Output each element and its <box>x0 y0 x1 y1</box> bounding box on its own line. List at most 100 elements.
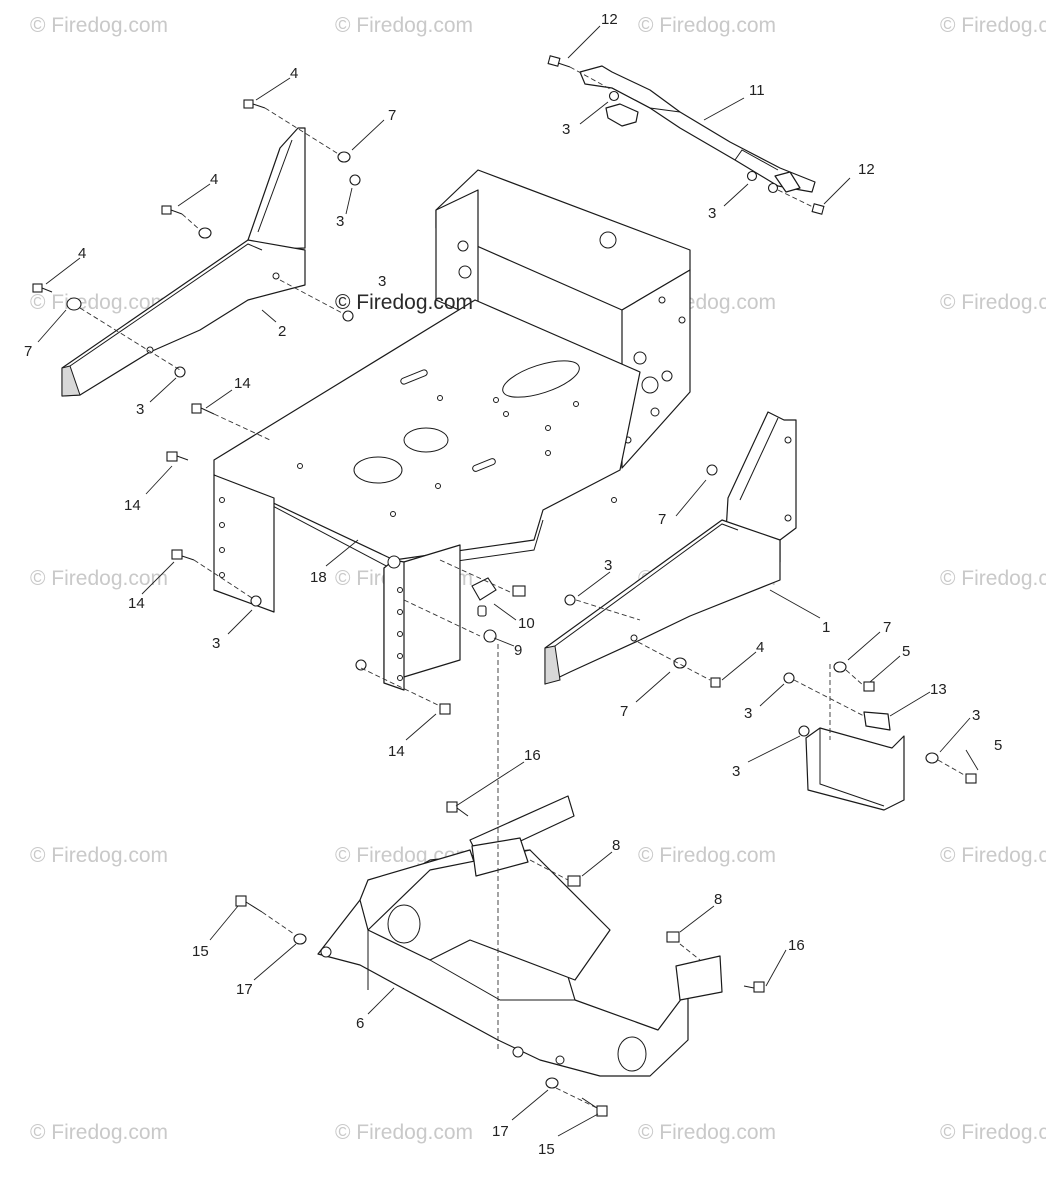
callout-9: 9 <box>514 642 522 659</box>
callout-3: 3 <box>562 121 570 138</box>
part-16-bolt <box>743 981 765 993</box>
callout-14: 14 <box>124 497 141 514</box>
part-4-bolt <box>32 283 53 293</box>
part-13-cover-bracket <box>805 711 905 811</box>
callout-7: 3 <box>972 707 980 724</box>
callout-8: 8 <box>714 891 722 908</box>
part-8-nut <box>567 875 581 887</box>
part-7-washer <box>66 297 82 311</box>
watermark: © Firedog.com <box>335 14 473 37</box>
callout-3: 3 <box>336 213 344 230</box>
callout-12: 12 <box>858 161 875 178</box>
part-7-washer <box>198 227 212 239</box>
callout-3: 3 <box>744 705 752 722</box>
callout-11: 11 <box>749 82 765 99</box>
watermark: © Firedog.com <box>638 14 776 37</box>
part-3-nut <box>355 659 367 671</box>
watermark: © Firedog.com <box>638 844 776 867</box>
watermark: © Firedog.com <box>30 1121 168 1144</box>
callout-17: 17 <box>236 981 253 998</box>
watermark: © Firedog.com <box>940 1121 1046 1144</box>
callout-labels: 12 11 3 12 3 4 7 3 4 4 3 7 2 3 14 14 14 … <box>24 11 1002 1158</box>
part-17-washer <box>293 933 307 945</box>
callout-7: 7 <box>24 343 32 360</box>
part-2-left-rail <box>61 127 306 397</box>
part-5-bolt <box>965 773 977 784</box>
part-3-nut <box>608 90 620 102</box>
part-11-upper-bracket <box>579 65 816 193</box>
callout-3: 3 <box>708 205 716 222</box>
part-12-bolt <box>547 55 571 68</box>
part-16-bolt <box>446 801 469 817</box>
part-3-nut <box>798 725 810 737</box>
callout-3: 3 <box>604 557 612 574</box>
callout-8: 8 <box>612 837 620 854</box>
part-4-bolt <box>243 99 266 109</box>
callout-13: 13 <box>930 681 947 698</box>
part-4-bolt <box>161 205 183 215</box>
callout-4: 4 <box>78 245 86 262</box>
part-14-bolt <box>439 703 451 715</box>
callout-15: 15 <box>192 943 209 960</box>
part-3-nut <box>564 594 576 606</box>
callout-7: 7 <box>620 703 628 720</box>
part-3-nut <box>349 174 361 186</box>
watermark: © Firedog.com <box>30 291 168 314</box>
callout-10: 10 <box>518 615 535 632</box>
callout-16: 16 <box>788 937 805 954</box>
assembly-lines <box>79 66 967 1109</box>
callout-14: 14 <box>388 743 405 760</box>
callout-3: 3 <box>732 763 740 780</box>
part-18-main-frame <box>213 169 691 691</box>
callout-7: 7 <box>883 619 891 636</box>
callout-14: 14 <box>234 375 251 392</box>
callout-3: 3 <box>136 401 144 418</box>
watermark: © Firedog.com <box>638 1121 776 1144</box>
part-17-washer <box>545 1077 559 1089</box>
callout-15: 15 <box>538 1141 555 1158</box>
part-3-nut <box>250 595 262 607</box>
part-10-clip <box>471 577 526 601</box>
part-14-bolt <box>171 549 195 561</box>
callout-4: 4 <box>290 65 298 82</box>
watermark: © Firedog.com <box>30 567 168 590</box>
watermark: © Firedog.com <box>940 844 1046 867</box>
watermark: © Firedog.com <box>335 1121 473 1144</box>
part-9-bolt <box>477 605 497 643</box>
watermark: © Firedog.com <box>940 291 1046 314</box>
callout-5: 5 <box>902 643 910 660</box>
watermark: © Firedog.com <box>30 14 168 37</box>
callout-6: 6 <box>356 1015 364 1032</box>
callout-16: 16 <box>524 747 541 764</box>
callout-3: 3 <box>378 273 386 290</box>
watermark: © Firedog.com <box>940 14 1046 37</box>
part-15-bolt <box>235 895 263 913</box>
part-7-washer <box>337 151 351 163</box>
part-12-bolt <box>811 203 825 215</box>
part-3-nut <box>174 366 186 378</box>
callout-18: 18 <box>310 569 327 586</box>
part-6-lower-frame <box>317 795 723 1077</box>
callout-12: 12 <box>601 11 618 28</box>
part-1-right-rail <box>544 411 797 685</box>
watermark: © Firedog.com <box>30 844 168 867</box>
watermark-center: © Firedog.com <box>335 291 473 314</box>
part-3-nut <box>767 182 779 194</box>
part-8-nut <box>666 931 680 943</box>
part-14-bolt <box>191 403 215 415</box>
callout-5: 5 <box>994 737 1002 754</box>
part-3-nut <box>783 672 795 684</box>
callout-3: 3 <box>212 635 220 652</box>
part-3-nut <box>342 310 354 322</box>
part-7-washer <box>833 661 847 673</box>
callout-4: 4 <box>210 171 218 188</box>
callout-17: 17 <box>492 1123 509 1140</box>
watermark: © Firedog.com <box>940 567 1046 590</box>
part-5-bolt <box>863 681 875 692</box>
callout-1: 1 <box>822 619 830 636</box>
callout-2: 2 <box>278 323 286 340</box>
part-4-bolt <box>710 677 721 688</box>
part-7-washer <box>925 752 939 764</box>
callout-7: 7 <box>388 107 396 124</box>
